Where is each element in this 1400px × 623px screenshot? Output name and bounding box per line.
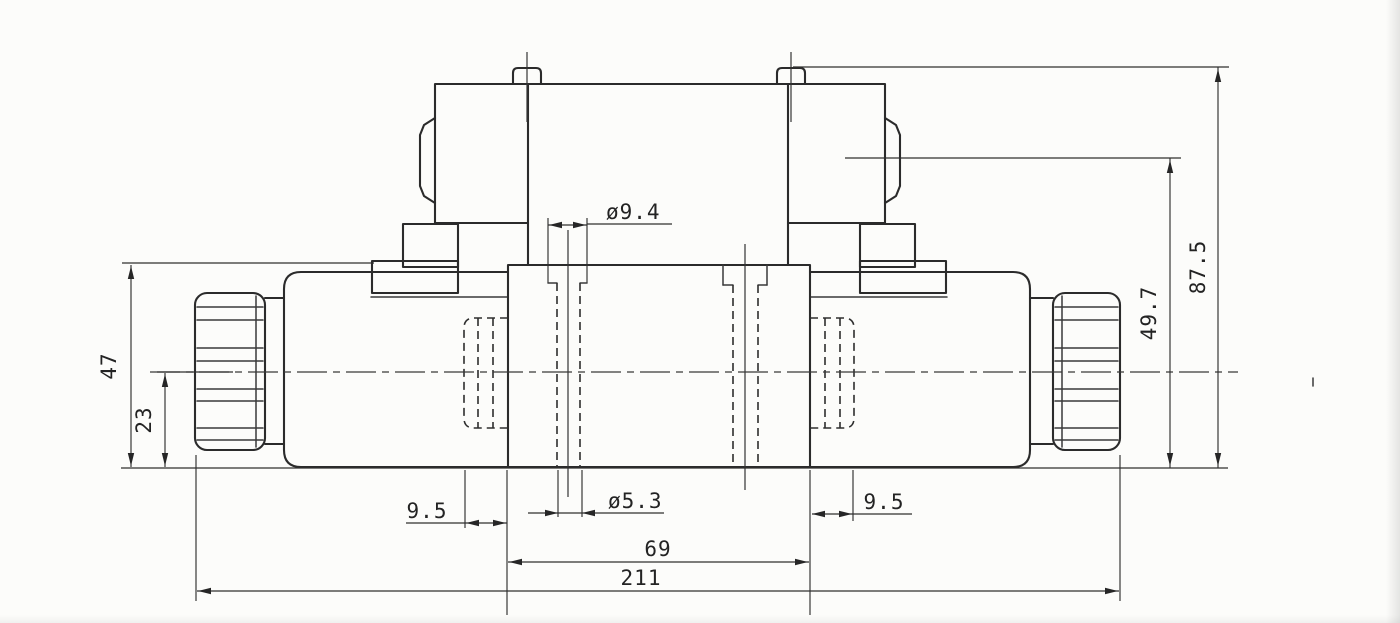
solenoid-coil-housing (418, 82, 902, 267)
dim-valve-body-length: 69 (508, 537, 809, 566)
dim-overall-height: 87.5 (793, 66, 1229, 468)
dim-port-offset-left: 9.5 (406, 470, 508, 615)
nut-neck-right (1028, 296, 1055, 446)
dim-port-offset-right-label: 9.5 (864, 490, 905, 514)
dim-base-to-centerline-label: 23 (132, 406, 156, 433)
mounting-hole-right (722, 244, 768, 490)
mounting-hole-left (547, 218, 588, 517)
dim-through-hole-diameter-label: ø5.3 (608, 489, 663, 513)
dim-counterbore-diameter-label: ø9.4 (606, 200, 661, 224)
coil-fixing-screw-left (511, 52, 543, 122)
dim-port-offset-right: 9.5 (809, 470, 912, 615)
dim-overall-length: 211 (195, 455, 1121, 601)
dim-overall-height-label: 87.5 (1186, 240, 1210, 295)
solenoid-tube (282, 270, 1032, 469)
dim-overall-length-label: 211 (621, 566, 662, 590)
din-connector-bracket-left (370, 222, 508, 298)
coil-fixing-screw-right (775, 52, 807, 122)
dim-connector-height: 49.7 (845, 157, 1181, 468)
dim-counterbore-diameter: ø9.4 (548, 200, 672, 229)
valve-body (506, 263, 812, 469)
dim-port-offset-left-label: 9.5 (407, 499, 448, 523)
coil-latch-right (883, 116, 902, 205)
hidden-port-right (810, 317, 855, 429)
coil-latch-left (418, 116, 437, 205)
dim-body-height-label: 47 (97, 352, 121, 379)
din-connector-bracket-right (810, 222, 948, 298)
dim-base-to-centerline: 23 (132, 371, 233, 467)
dim-connector-height-label: 49.7 (1137, 286, 1161, 341)
hidden-port-left (463, 317, 508, 429)
dim-body-height: 47 (97, 262, 374, 467)
nut-neck-left (263, 296, 286, 446)
dim-through-hole-diameter: ø5.3 (528, 489, 664, 517)
dim-valve-body-length-label: 69 (644, 537, 671, 561)
